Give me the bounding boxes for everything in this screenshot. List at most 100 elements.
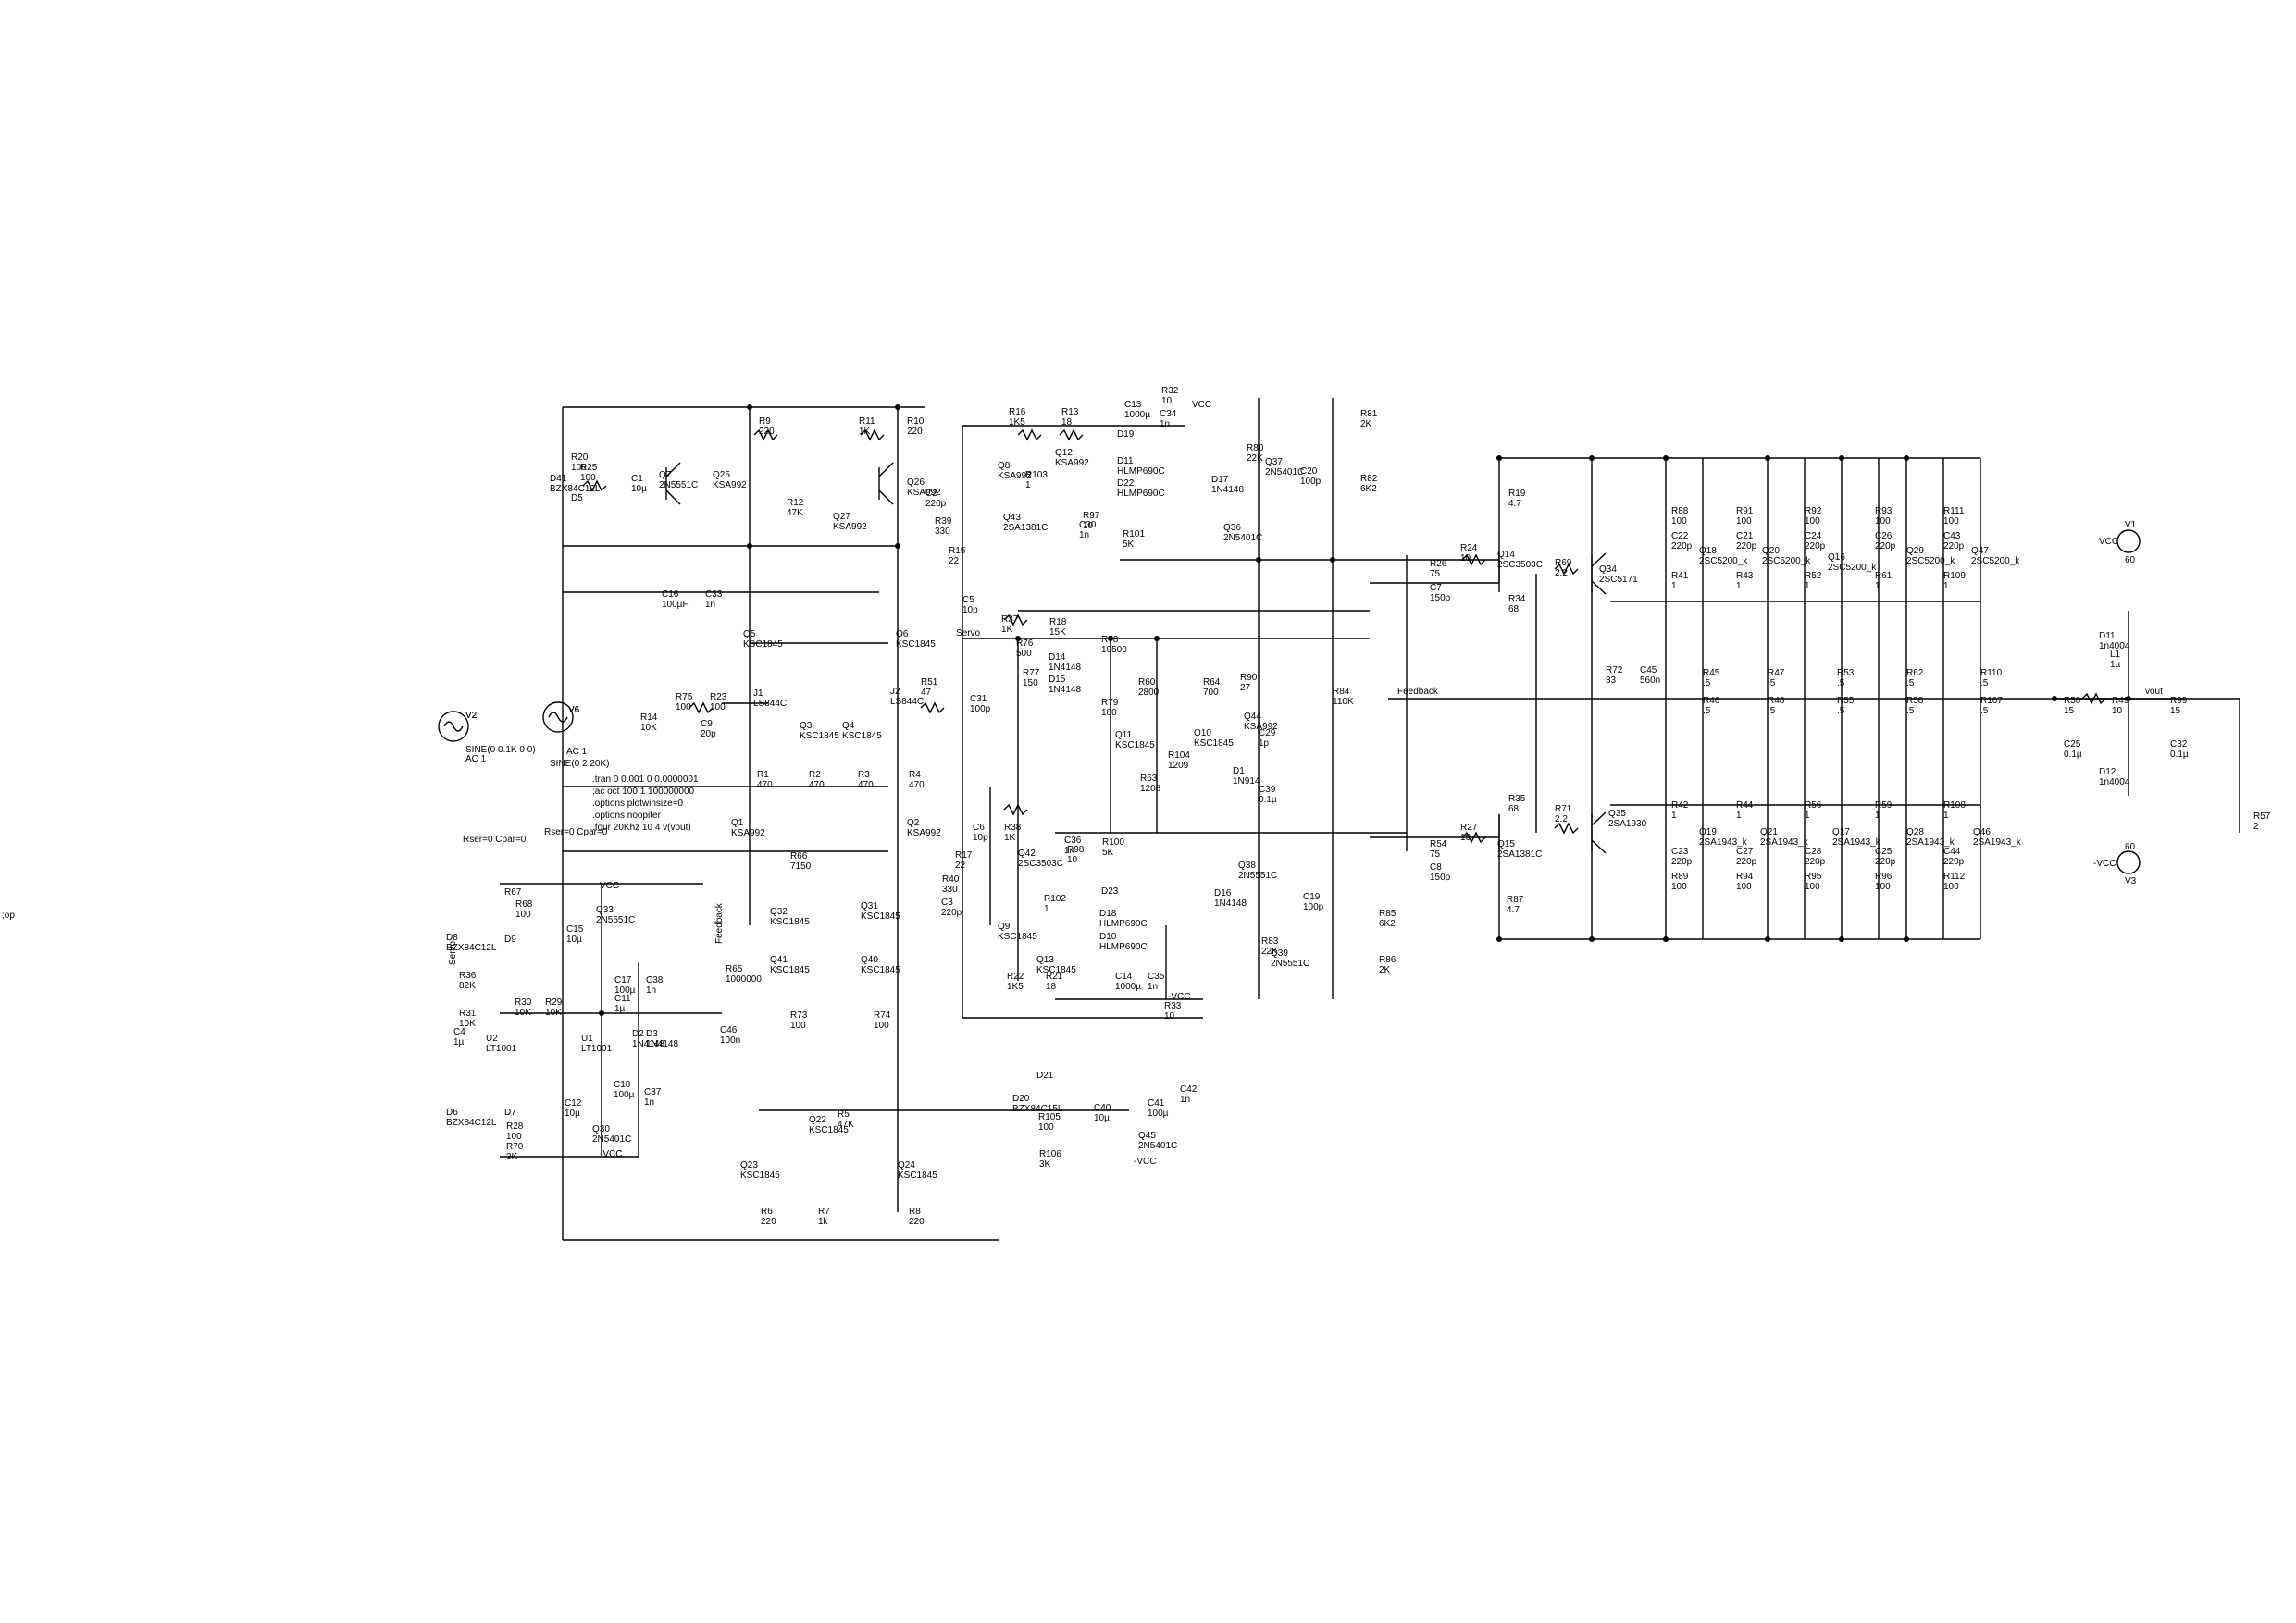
component-ref: D1 bbox=[1233, 766, 1245, 776]
component-value: 100 bbox=[1038, 1122, 1054, 1133]
component-ref: R6 bbox=[761, 1207, 773, 1217]
component-value: 2K bbox=[1360, 419, 1372, 429]
component-ref: R67 bbox=[504, 887, 522, 898]
component-value: 10µ bbox=[631, 484, 647, 494]
component-ref: R86 bbox=[1379, 955, 1396, 965]
component-ref: Q38 bbox=[1238, 861, 1256, 871]
component-ref: C18 bbox=[614, 1080, 631, 1090]
component-ref: Q5 bbox=[743, 629, 756, 639]
component-ref: C4 bbox=[453, 1027, 465, 1037]
component-ref: C34 bbox=[1160, 409, 1177, 419]
component-value: 1N914 bbox=[1233, 776, 1260, 787]
component-value: 4.7 bbox=[1507, 905, 1520, 915]
component-value: 5K bbox=[1123, 539, 1135, 550]
component-ref: C21 bbox=[1736, 531, 1754, 541]
component-value: 33 bbox=[1606, 675, 1617, 686]
component-value: 2 bbox=[2253, 822, 2259, 832]
component-ref: R26 bbox=[1430, 559, 1447, 569]
component-ref: R55 bbox=[1837, 696, 1855, 706]
component-value: 100µF bbox=[662, 600, 689, 610]
component-ref: D21 bbox=[1036, 1071, 1054, 1081]
component-ref: R82 bbox=[1360, 474, 1378, 484]
component-ref: R23 bbox=[710, 692, 727, 702]
component-value: 3K bbox=[506, 1152, 518, 1162]
component-ref: Q32 bbox=[770, 907, 788, 917]
component-value: KSC1845 bbox=[809, 1125, 849, 1135]
component-ref: D18 bbox=[1099, 909, 1117, 919]
component-value: 100 bbox=[580, 473, 596, 483]
component-value: 1n bbox=[1148, 982, 1158, 992]
component-value: 100 bbox=[1875, 882, 1891, 892]
component-ref: R18 bbox=[1049, 617, 1067, 627]
component-value: 1 bbox=[1671, 811, 1677, 821]
component-ref: Q30 bbox=[592, 1124, 610, 1134]
component-value: KSA992 bbox=[907, 828, 941, 838]
component-ref: C7 bbox=[1430, 583, 1442, 593]
component-ref: Q46 bbox=[1973, 827, 1991, 837]
component-ref: R81 bbox=[1360, 409, 1378, 419]
component-ref: C42 bbox=[1180, 1084, 1198, 1095]
component-ref: R16 bbox=[1009, 407, 1026, 417]
component-ref: Q27 bbox=[833, 512, 850, 522]
component-value: KSA992 bbox=[713, 480, 747, 490]
component-value: KSA992 bbox=[998, 471, 1032, 481]
component-value: 10 bbox=[1164, 1011, 1175, 1022]
component-value: KSC1845 bbox=[896, 639, 936, 650]
component-ref: C35 bbox=[1148, 972, 1165, 982]
component-ref: Q3 bbox=[800, 721, 813, 731]
component-value: 0.1µ bbox=[2064, 750, 2082, 760]
component-value: LT1001 bbox=[486, 1044, 517, 1054]
component-ref: R84 bbox=[1333, 687, 1350, 697]
component-value: 220p bbox=[1671, 857, 1693, 867]
component-value: 2SC3503C bbox=[1497, 560, 1543, 570]
component-value: 2SA1381C bbox=[1497, 849, 1542, 860]
component-ref: R20 bbox=[571, 452, 589, 463]
component-ref: R75 bbox=[676, 692, 693, 702]
component-ref: R99 bbox=[2170, 696, 2188, 706]
component-ref: R41 bbox=[1671, 571, 1689, 581]
component-ref: R76 bbox=[1016, 638, 1034, 649]
component-ref: R53 bbox=[1837, 668, 1855, 678]
component-value: 100 bbox=[790, 1021, 806, 1031]
component-ref: R47 bbox=[1768, 668, 1785, 678]
component-value: KSC1845 bbox=[861, 965, 900, 975]
component-value: 2N5401C bbox=[1265, 467, 1304, 477]
component-value: 100 bbox=[676, 702, 691, 712]
component-value: 1n bbox=[644, 1097, 654, 1108]
component-value: 220 bbox=[907, 427, 923, 437]
component-value: 1 bbox=[1736, 811, 1742, 821]
component-ref: Q34 bbox=[1599, 564, 1617, 575]
component-ref: Q12 bbox=[1055, 448, 1073, 458]
component-ref: D8 bbox=[446, 933, 458, 943]
power-flag-vcc-out: VCC bbox=[2099, 537, 2118, 547]
component-ref: D7 bbox=[504, 1108, 516, 1118]
component-ref: J1 bbox=[753, 688, 763, 699]
component-value: 100p bbox=[970, 704, 991, 714]
component-value: 1 bbox=[1805, 811, 1810, 821]
component-value: KSA992 bbox=[1244, 722, 1278, 732]
component-ref: R4 bbox=[909, 770, 921, 780]
component-ref: R93 bbox=[1875, 506, 1893, 516]
component-ref: R110 bbox=[1980, 668, 2003, 678]
component-value: 47 bbox=[921, 688, 932, 698]
component-ref: R54 bbox=[1430, 839, 1447, 849]
component-value: KSA992 bbox=[907, 488, 941, 498]
component-value: 500 bbox=[1016, 649, 1032, 659]
component-ref: C20 bbox=[1300, 466, 1318, 477]
component-value: KSC1845 bbox=[770, 917, 810, 927]
component-ref: C28 bbox=[1805, 847, 1822, 857]
component-value: 100µ bbox=[614, 1090, 635, 1100]
component-value: 6K2 bbox=[1360, 484, 1377, 494]
component-ref: R94 bbox=[1736, 872, 1754, 882]
component-ref: C25 bbox=[1875, 847, 1893, 857]
component-ref: R11 bbox=[859, 416, 875, 427]
component-value: LS844C bbox=[753, 699, 787, 709]
component-value: 10K bbox=[640, 723, 657, 733]
component-ref: C8 bbox=[1430, 862, 1442, 873]
component-ref: R42 bbox=[1671, 800, 1689, 811]
component-value: 100p bbox=[1303, 902, 1324, 912]
component-value: 1N4148 bbox=[646, 1039, 678, 1049]
component-value: 220p bbox=[1943, 541, 1965, 551]
component-value: 100 bbox=[1805, 516, 1820, 527]
component-value: 47K bbox=[838, 1120, 854, 1130]
